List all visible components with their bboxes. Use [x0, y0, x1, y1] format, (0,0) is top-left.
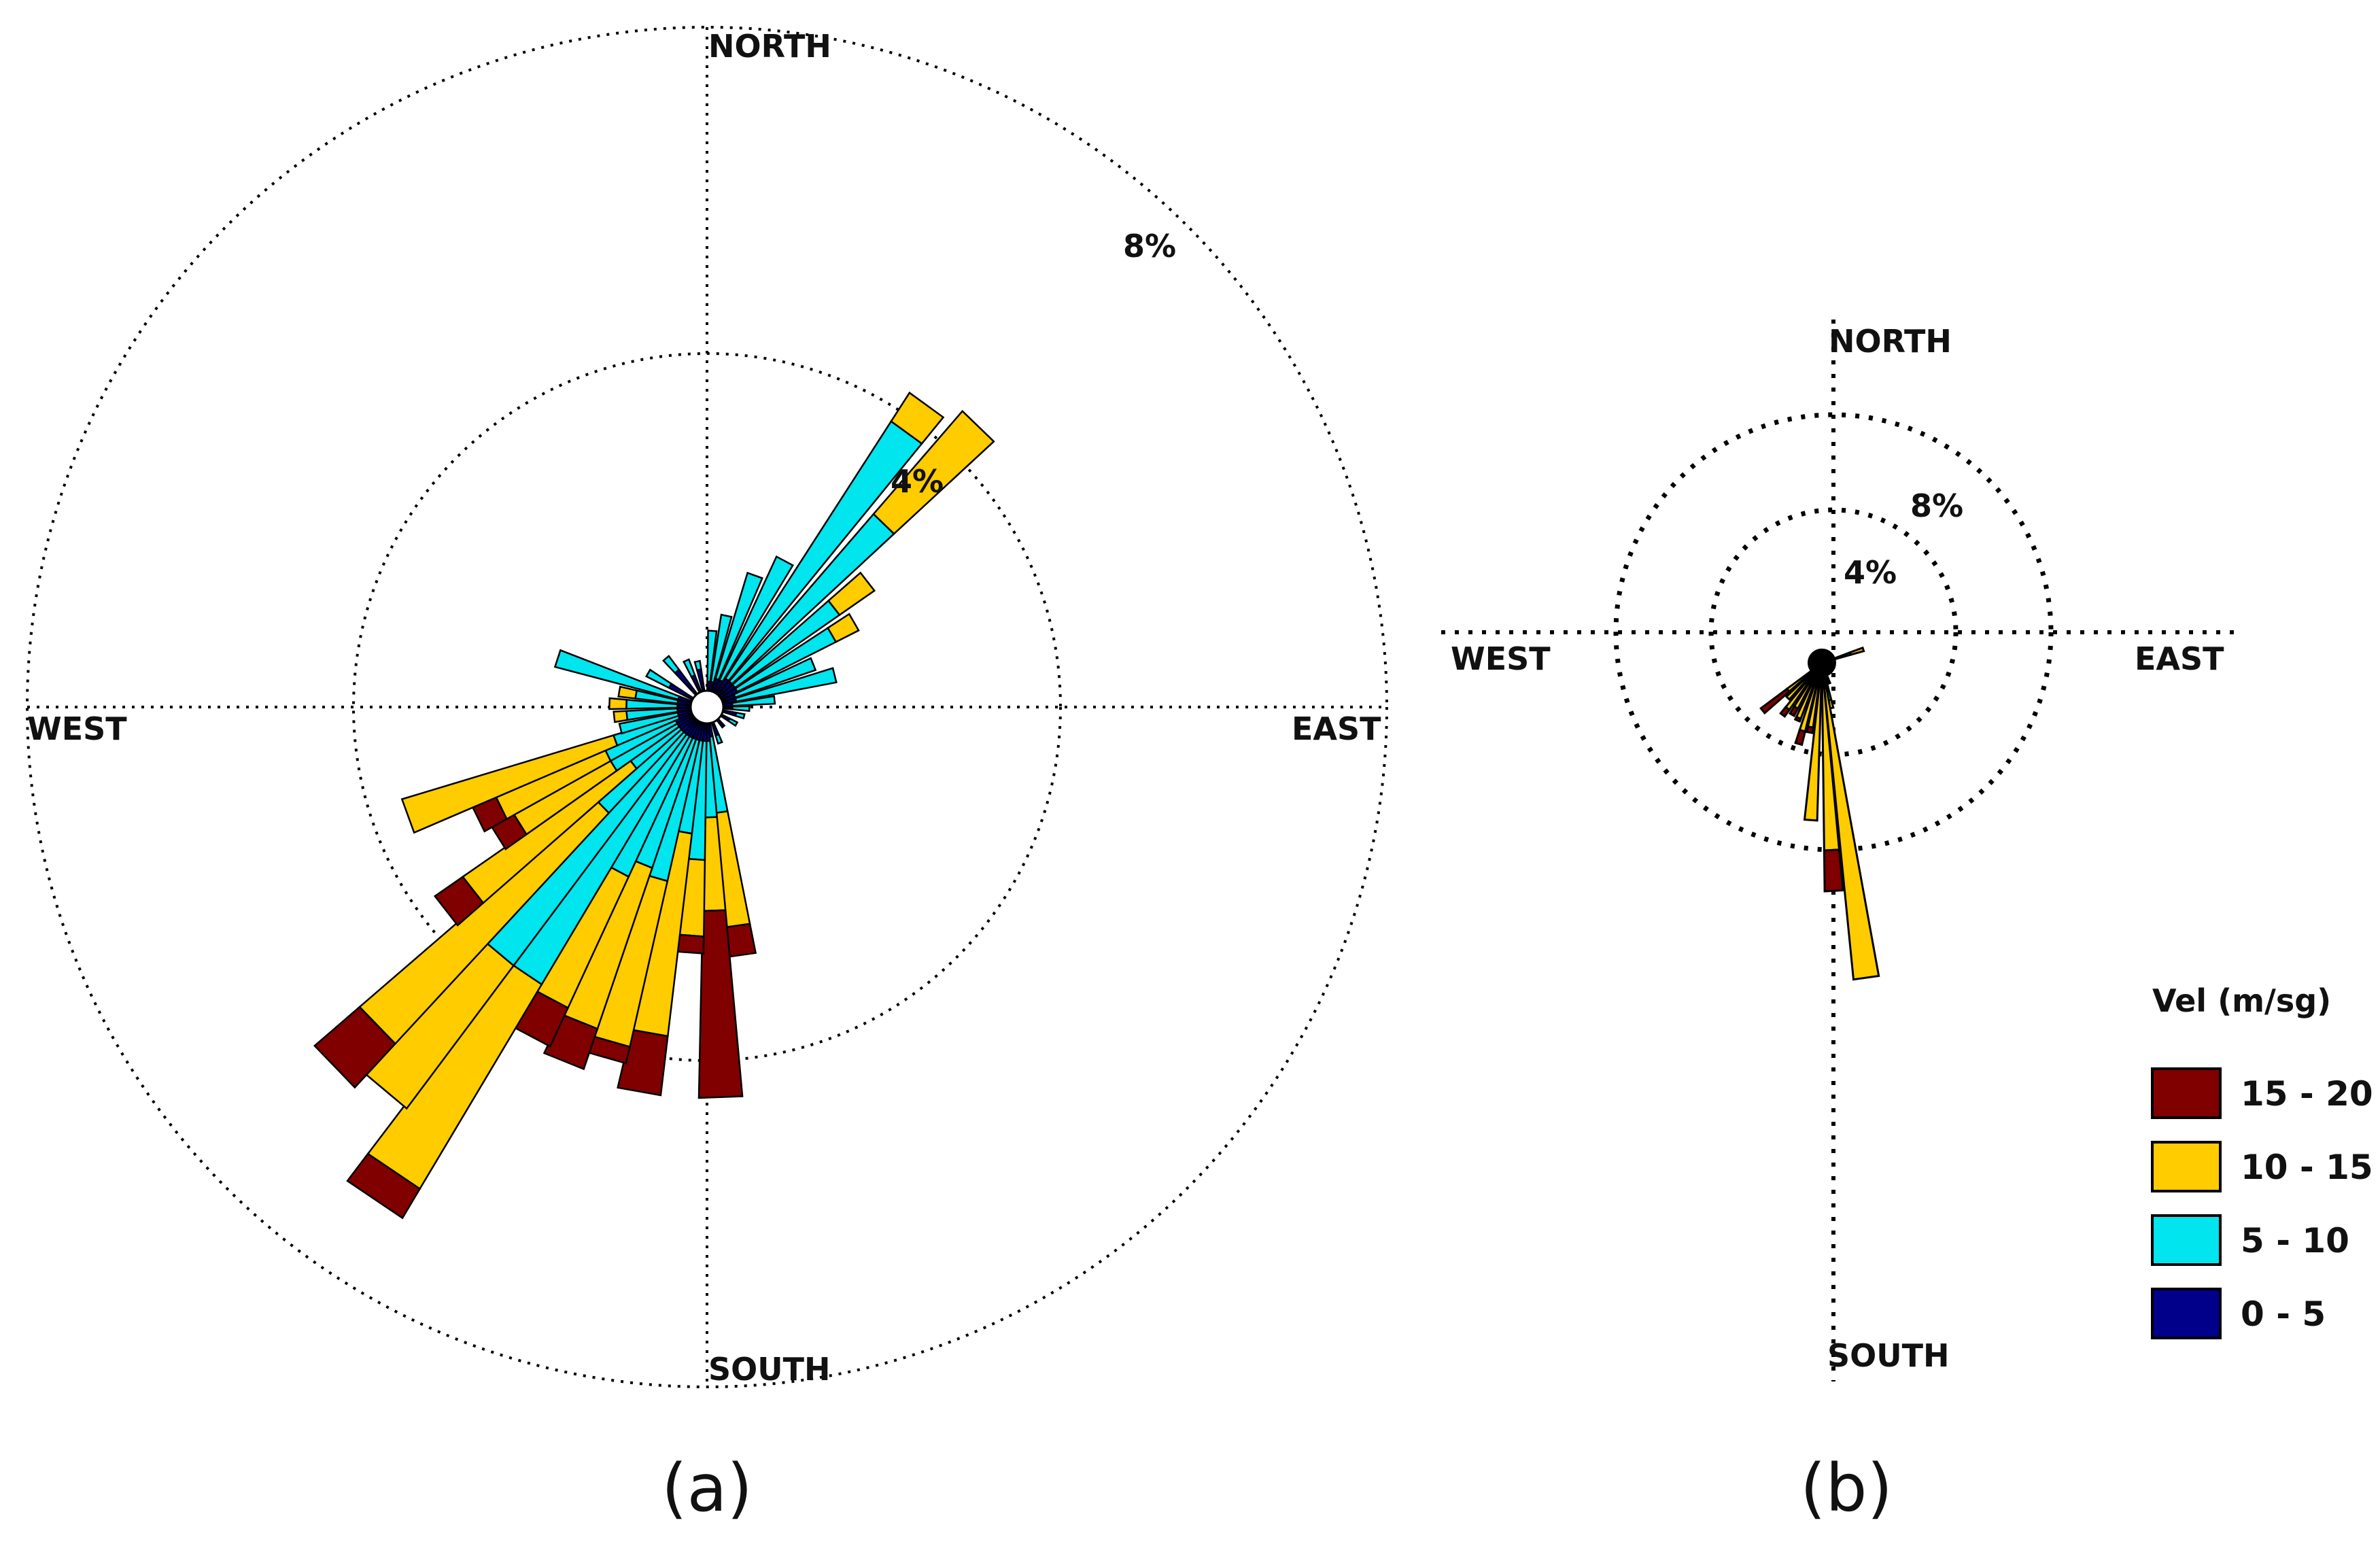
east-label-b: EAST [2135, 640, 2224, 677]
legend-label-15-20: 15 - 20 [2241, 1074, 2373, 1114]
north-label-b: NORTH [1829, 323, 1952, 360]
panel-label-a: (a) [661, 1450, 753, 1526]
east-label: EAST [1292, 710, 1381, 747]
legend-label-0-5: 0 - 5 [2241, 1294, 2326, 1334]
legend-swatch-15-20 [2151, 1067, 2222, 1119]
rose-bar-segment-a-52-10-15 [827, 571, 876, 617]
rose-bar-segment-a-120-5-10 [727, 717, 739, 727]
legend-swatch-5-10 [2151, 1214, 2222, 1266]
rose-bar-segment-a-226-15-20 [313, 1006, 397, 1089]
rose-bar-segment-a-12-5-10 [710, 613, 733, 684]
rose-bar-segment-a-336-5-10 [682, 658, 696, 679]
rose-bar-segment-b-231-15-20 [1759, 687, 1791, 715]
north-label: NORTH [708, 28, 831, 65]
legend: Vel (m/sg) 15 - 20 10 - 15 5 - 10 0 - 5 [2151, 982, 2373, 1339]
panel-label-b: (b) [1800, 1450, 1893, 1526]
rose-bar-segment-a-288-5-10 [553, 649, 680, 701]
rose-bar-segment-a-44-10-15 [872, 409, 995, 535]
rose-bar-segment-a-232-15-20 [433, 875, 485, 927]
rose-bar-segment-a-20-5-10 [714, 571, 763, 681]
wind-rose-panel-b: NORTH SOUTH EAST WEST 8% 4% (b) [1441, 320, 2243, 1526]
rose-bar-segment-a-28-5-10 [718, 555, 795, 683]
rose-bar-segment-a-60-10-15 [827, 613, 860, 643]
rose-bar-segment-a-272-10-15 [608, 697, 627, 710]
calm-circle-b [1808, 649, 1836, 677]
rose-bar-segment-b-72-10-15 [1848, 646, 1865, 656]
rose-bar-segment-a-250-10-15 [400, 734, 619, 834]
bars-panel-a [313, 391, 995, 1220]
rose-bar-segment-a-36-10-15 [890, 391, 945, 445]
ring-label-8pct: 8% [1123, 228, 1176, 264]
rose-bar-segment-a-4-5-10 [706, 630, 718, 683]
rose-bar-segment-a-92-5-10 [731, 705, 751, 712]
legend-items: 15 - 20 10 - 15 5 - 10 0 - 5 [2151, 1067, 2373, 1339]
rose-bar-segment-b-210-15-20 [1788, 705, 1799, 717]
west-label-b: WEST [1451, 640, 1551, 677]
calm-circle [689, 689, 725, 725]
legend-swatch-10-15 [2151, 1141, 2222, 1192]
rose-bar-segment-a-348-5-10 [693, 659, 702, 672]
rose-bar-segment-b-196-15-20 [1794, 728, 1807, 746]
legend-swatch-0-5 [2151, 1288, 2222, 1339]
rose-bar-segment-a-280-10-15 [617, 685, 638, 700]
bars-panel-b [1759, 646, 1880, 981]
rose-bar-segment-b-72-5-10 [1833, 651, 1852, 661]
rose-bar-segment-b-190-15-20 [1806, 725, 1814, 734]
legend-label-10-15: 10 - 15 [2241, 1148, 2373, 1187]
rose-bar-segment-a-160-5-10 [714, 733, 723, 745]
rose-bar-segment-a-84-5-10 [731, 695, 776, 707]
rose-bar-segment-a-214-15-20 [346, 1152, 421, 1220]
rose-bar-segment-b-184-10-15 [1803, 686, 1823, 822]
rose-bar-segment-a-68-5-10 [733, 657, 817, 699]
legend-label-5-10: 5 - 10 [2241, 1221, 2349, 1260]
rose-bar-segment-a-320-5-10 [661, 655, 680, 674]
rose-bar-segment-a-264-10-15 [613, 710, 629, 723]
south-label: SOUTH [708, 1351, 830, 1388]
rose-bar-segment-a-178-15-20 [697, 909, 744, 1099]
ring-8pct [26, 26, 1388, 1388]
rose-bar-segment-a-76-5-10 [734, 667, 838, 703]
rose-bar-segment-a-104-5-10 [734, 711, 746, 720]
ring-label-4pct-b: 4% [1844, 554, 1897, 591]
rose-bar-segment-a-256-5-10 [618, 711, 680, 735]
rose-bar-segment-b-177-15-20 [1823, 848, 1844, 893]
rose-bar-segment-b-203-15-20 [1793, 715, 1802, 723]
west-label: WEST [27, 710, 127, 747]
legend-title: Vel (m/sg) [2152, 982, 2331, 1019]
rose-bar-segment-a-300-5-10 [644, 668, 673, 689]
wind-rose-panel-a: NORTH SOUTH EAST WEST 8% 4% (a) [26, 26, 1388, 1526]
south-label-b: SOUTH [1827, 1337, 1949, 1374]
ring-label-8pct-b: 8% [1910, 487, 1963, 524]
ring-label-4pct: 4% [891, 463, 944, 500]
rose-bar-segment-b-217-15-20 [1779, 705, 1791, 719]
